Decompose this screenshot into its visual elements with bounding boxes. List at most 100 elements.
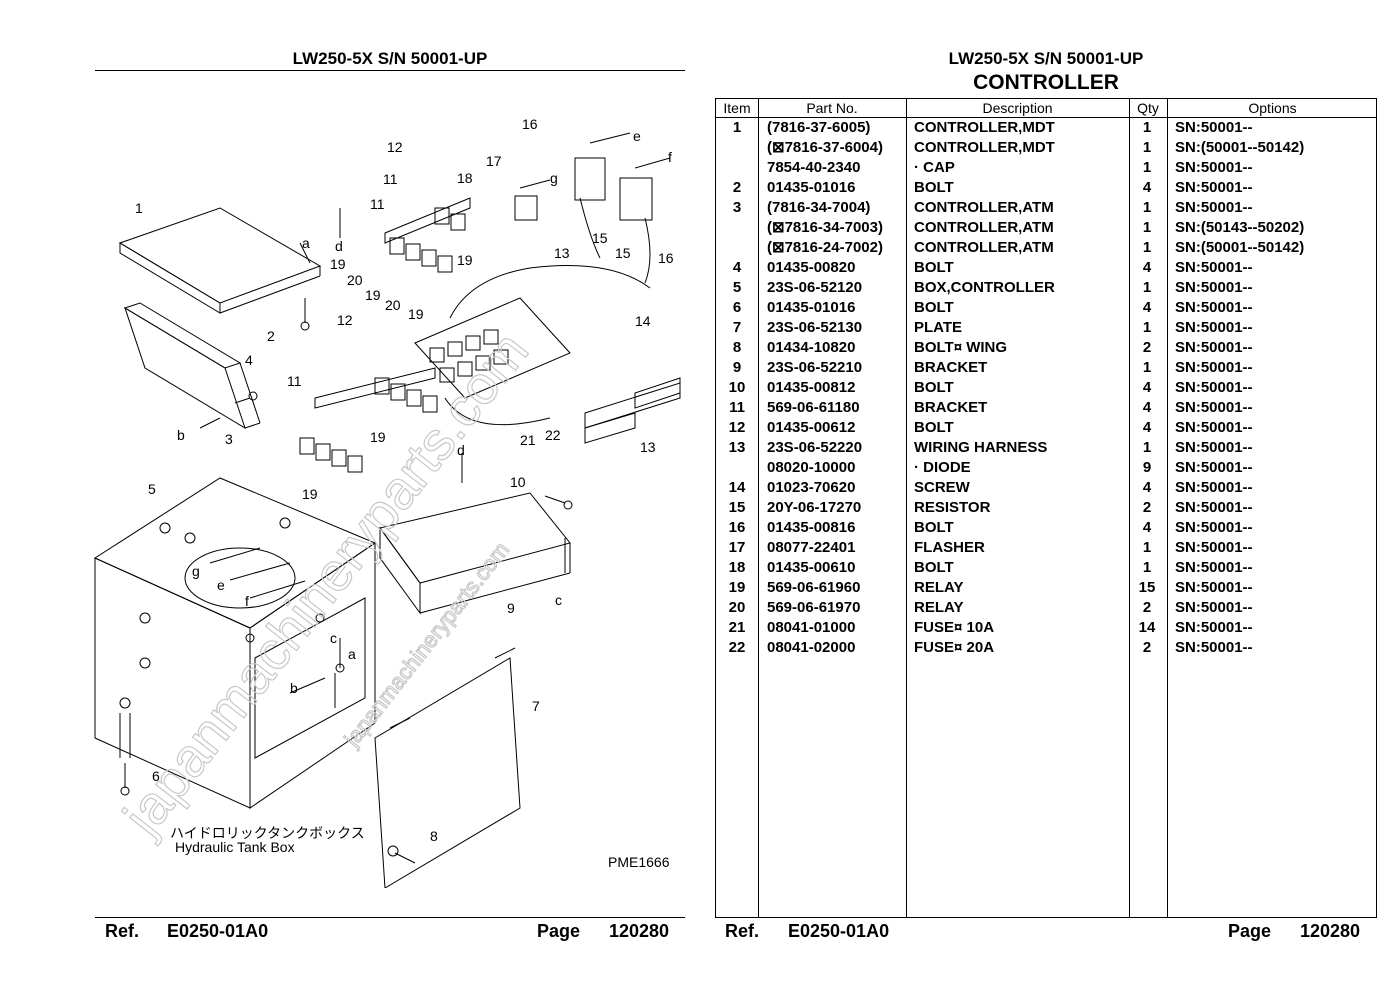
cell-qty: 1 (1142, 219, 1152, 236)
cell-item: 7 (732, 319, 742, 336)
cell-qty: 2 (1142, 339, 1152, 356)
cell-item: 6 (732, 299, 742, 316)
callout-22: 22 (545, 427, 561, 443)
cell-part-no: 01435-00610 (767, 559, 856, 576)
cell-description: CONTROLLER,MDT (914, 119, 1055, 136)
arrow-label-f: f (245, 593, 249, 609)
cell-part-no: 01434-10820 (767, 339, 856, 356)
header-part-no: Part No. (806, 100, 858, 116)
callout-9: 9 (507, 600, 515, 616)
cell-qty: 4 (1142, 379, 1152, 396)
drawing-code: PME1666 (608, 854, 670, 870)
left-page-title: LW250-5X S/N 50001-UP (292, 49, 488, 68)
cell-description: BOX,CONTROLLER (914, 279, 1055, 296)
callout-19: 19 (330, 256, 346, 272)
arrow-label-g: g (192, 563, 200, 579)
cell-qty: 1 (1142, 139, 1152, 156)
diagram-caption-en: Hydraulic Tank Box (175, 839, 295, 855)
cell-qty: 1 (1142, 279, 1152, 296)
cell-part-no: (⊠7816-34-7003) (767, 219, 883, 236)
callout-6: 6 (152, 768, 160, 784)
cell-description: FUSE¤ 10A (914, 619, 995, 636)
cell-description: BOLT (914, 379, 954, 396)
cell-options: SN:50001-- (1175, 619, 1253, 636)
cell-options: SN:50001-- (1175, 479, 1253, 496)
callout-17: 17 (486, 153, 502, 169)
cell-item: 8 (732, 339, 742, 356)
cell-options: SN:50001-- (1175, 419, 1253, 436)
cell-item: 19 (728, 579, 746, 596)
cell-options: SN:50001-- (1175, 399, 1253, 416)
cell-options: SN:50001-- (1175, 119, 1253, 136)
cell-item: 17 (728, 539, 746, 556)
left-page-label: Page (537, 921, 581, 941)
callout-11: 11 (370, 196, 385, 212)
callout-2: 2 (267, 328, 275, 344)
cell-description: · CAP (914, 159, 955, 176)
cell-qty: 1 (1142, 159, 1152, 176)
cell-item: 1 (732, 119, 742, 136)
table-row: (⊠7816-34-7003) CONTROLLER,ATM 1 SN:(50143-… (716, 218, 1376, 238)
cell-options: SN:(50143--50202) (1175, 219, 1305, 236)
cell-part-no: 01435-00612 (767, 419, 856, 436)
cell-qty: 4 (1142, 259, 1152, 276)
cell-description: CONTROLLER,ATM (914, 219, 1054, 236)
cell-item: 14 (728, 479, 746, 496)
cell-part-no: 569-06-61970 (767, 599, 861, 616)
cell-item: 22 (728, 639, 746, 656)
cell-options: SN:50001-- (1175, 159, 1253, 176)
cell-item: 10 (728, 379, 746, 396)
cell-item: 11 (729, 399, 745, 416)
cell-part-no: 23S-06-52220 (767, 439, 863, 456)
cell-description: CONTROLLER,ATM (914, 199, 1054, 216)
cell-qty: 1 (1142, 559, 1152, 576)
callout-16: 16 (522, 116, 538, 132)
cell-qty: 1 (1142, 439, 1152, 456)
arrow-label-e: e (633, 128, 641, 144)
cell-qty: 15 (1138, 579, 1156, 596)
cell-part-no: 569-06-61960 (767, 579, 861, 596)
cell-qty: 1 (1142, 199, 1152, 216)
left-ref-value: E0250-01A0 (167, 921, 269, 941)
parts-table: Item Part No. Description Qty Options 1(… (715, 98, 1377, 918)
header-options: Options (1248, 100, 1297, 116)
left-ref-label: Ref. (105, 921, 140, 941)
cell-options: SN:50001-- (1175, 339, 1253, 356)
arrow-label-g: g (550, 170, 558, 186)
cell-options: SN:50001-- (1175, 259, 1253, 276)
cell-item: 3 (732, 199, 742, 216)
callout-21: 21 (520, 432, 536, 448)
cell-description: BOLT (914, 299, 954, 316)
callout-20: 20 (385, 297, 401, 313)
cell-item: 12 (728, 419, 746, 436)
callout-15: 15 (592, 230, 608, 246)
cell-qty: 2 (1142, 499, 1152, 516)
column-divider (1129, 99, 1130, 917)
cell-part-no: 01023-70620 (767, 479, 856, 496)
cell-qty: 1 (1142, 539, 1152, 556)
cell-item: 20 (728, 599, 746, 616)
cell-options: SN:50001-- (1175, 499, 1253, 516)
callout-11: 11 (287, 373, 302, 389)
cell-description: BRACKET (914, 399, 988, 416)
header-description: Description (982, 100, 1053, 116)
cell-options: SN:50001-- (1175, 359, 1253, 376)
callout-18: 18 (457, 170, 473, 186)
cell-description: BOLT (914, 559, 954, 576)
right-ref-value: E0250-01A0 (788, 921, 890, 941)
right-page-title: LW250-5X S/N 50001-UP (948, 49, 1144, 68)
cell-item: 15 (728, 499, 746, 516)
